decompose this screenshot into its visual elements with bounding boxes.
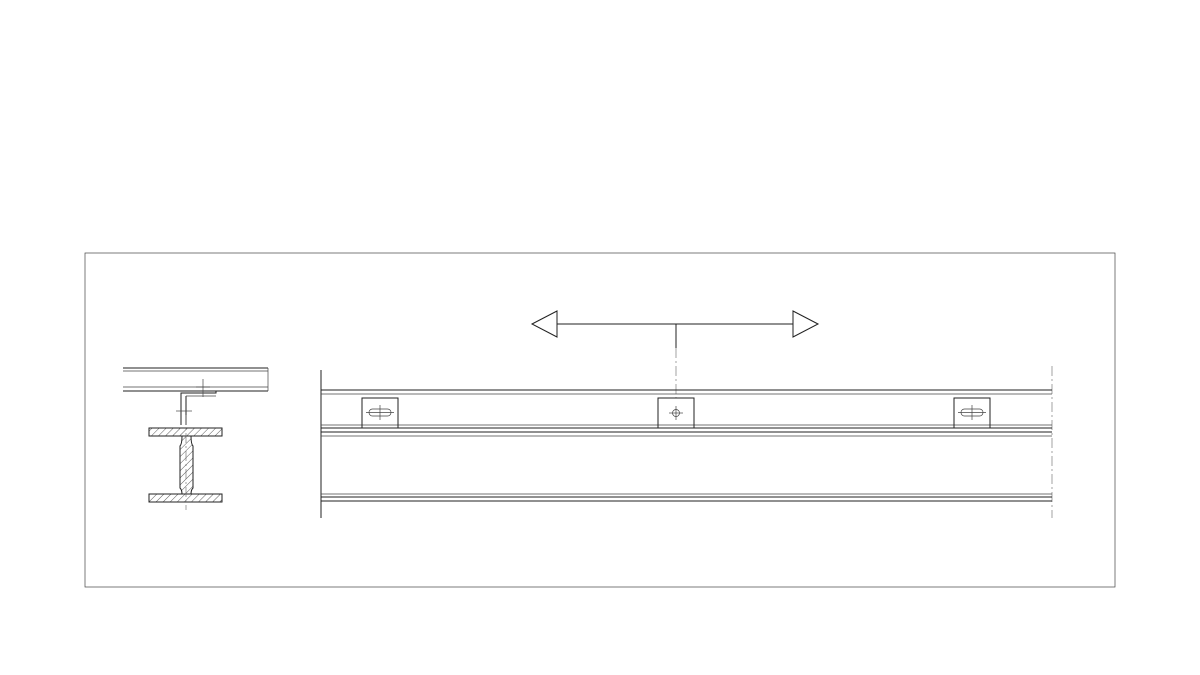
drawing-frame	[84, 252, 1116, 588]
rail-section	[123, 367, 269, 392]
i-beam-section	[148, 415, 223, 510]
movement-arrow	[530, 310, 820, 398]
clip-slotted-left	[361, 397, 399, 429]
beam-top-flange	[321, 431, 1052, 437]
elevation-view	[320, 310, 1053, 518]
section-view	[123, 367, 269, 510]
clip-angle	[176, 379, 217, 425]
rail-elevation	[321, 389, 1052, 429]
arrow-head-left	[530, 310, 558, 338]
beam-bottom-flange	[321, 493, 1052, 502]
clip-round-center	[657, 397, 695, 429]
clip-slotted-right	[953, 397, 991, 429]
arrow-head-right	[792, 310, 820, 338]
